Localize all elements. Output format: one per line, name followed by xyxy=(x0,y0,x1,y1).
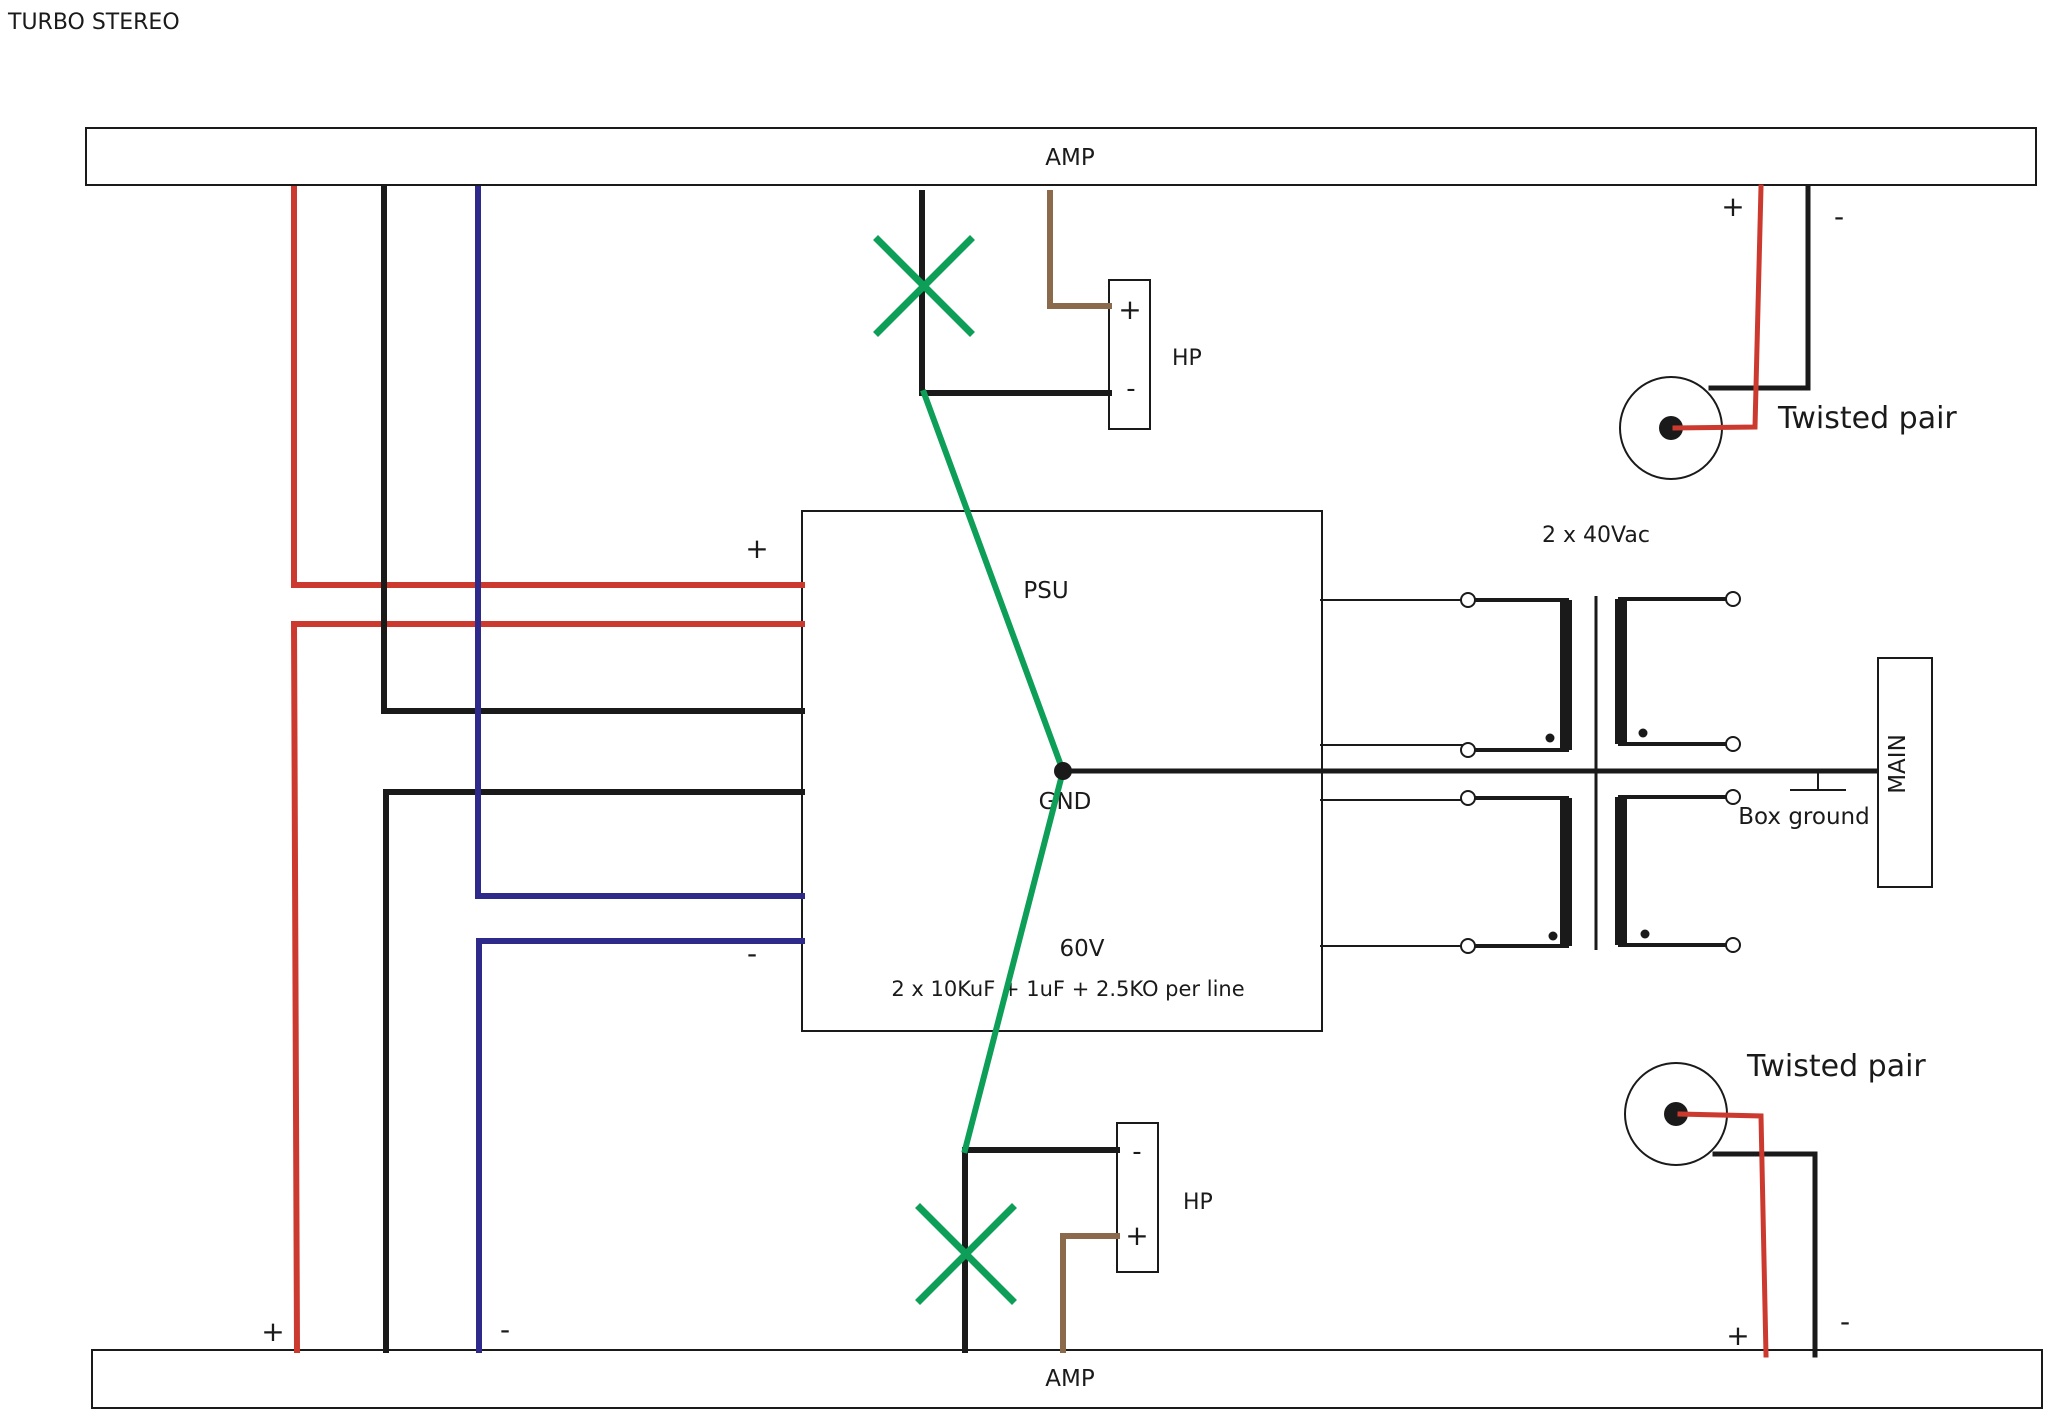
twisted-top-negative-wire xyxy=(1708,184,1811,391)
black-wire-bottom-amp-ground xyxy=(383,789,805,1353)
hp-bottom-label: HP xyxy=(1183,1190,1213,1215)
hp-bottom-minus: - xyxy=(1132,1137,1141,1167)
transformer-label: 2 x 40Vac xyxy=(1542,523,1650,548)
speaker-jack-bottom-pin xyxy=(1664,1102,1688,1126)
twisted-top-plus: + xyxy=(1721,190,1744,223)
hp-bottom-box xyxy=(1116,1122,1159,1273)
psu-minus-label: - xyxy=(747,937,757,970)
hp-top-plus-wire xyxy=(1047,190,1112,309)
black-wire-top-amp-ground xyxy=(381,186,805,714)
gnd-label: GND xyxy=(1039,789,1092,815)
main-label: MAIN xyxy=(1885,734,1911,794)
psu-plus-label: + xyxy=(745,532,768,565)
cut-marker-bottom xyxy=(915,1203,1017,1305)
amp-top-box xyxy=(85,127,2037,186)
twisted-bottom-plus: + xyxy=(1726,1319,1749,1352)
diagram-title: TURBO STEREO xyxy=(7,10,180,35)
transformer-symbol xyxy=(1320,591,1741,954)
cut-marker-top xyxy=(873,235,975,337)
blue-wire-top-amp-negative xyxy=(475,186,805,899)
hp-top-minus-wire xyxy=(919,190,1112,396)
psu-voltage: 60V xyxy=(1059,936,1104,962)
twisted-bottom-minus: - xyxy=(1840,1305,1850,1338)
hp-bottom-plus: + xyxy=(1125,1219,1148,1252)
speaker-jack-top-pin xyxy=(1659,416,1683,440)
twisted-top-label: Twisted pair xyxy=(1777,401,1957,436)
box-ground-symbol xyxy=(1790,771,1846,791)
twisted-bottom-negative-wire xyxy=(1712,1151,1818,1358)
amp-bottom-box xyxy=(91,1349,2043,1409)
main-inlet-box xyxy=(1877,657,1933,888)
amp-top-label: AMP xyxy=(1045,145,1095,171)
psu-label: PSU xyxy=(1023,578,1068,604)
hp-top-plus: + xyxy=(1118,293,1141,326)
twisted-top-positive-wire xyxy=(1672,184,1764,431)
hp-bottom-plus-wire xyxy=(1060,1233,1120,1353)
amp-bottom-minus-label: - xyxy=(500,1313,510,1346)
amp-bottom-plus-label: + xyxy=(261,1315,284,1348)
psu-caps: 2 x 10KuF + 1uF + 2.5KO per line xyxy=(891,977,1244,1001)
gnd-node xyxy=(1054,762,1072,780)
hp-top-minus: - xyxy=(1126,374,1135,404)
hp-bottom-minus-wire xyxy=(962,1147,1120,1353)
blue-wire-bottom-amp-negative xyxy=(476,938,805,1353)
twisted-bottom-positive-wire xyxy=(1677,1111,1769,1358)
amp-bottom-label: AMP xyxy=(1045,1366,1095,1392)
red-wire-bottom-amp-positive xyxy=(290,621,805,1354)
twisted-bottom-label: Twisted pair xyxy=(1746,1049,1926,1084)
hp-top-box xyxy=(1108,279,1151,430)
box-ground-label: Box ground xyxy=(1738,804,1869,830)
red-wire-top-amp-positive xyxy=(291,186,805,588)
hp-top-label: HP xyxy=(1172,346,1202,371)
twisted-top-minus: - xyxy=(1834,200,1844,233)
